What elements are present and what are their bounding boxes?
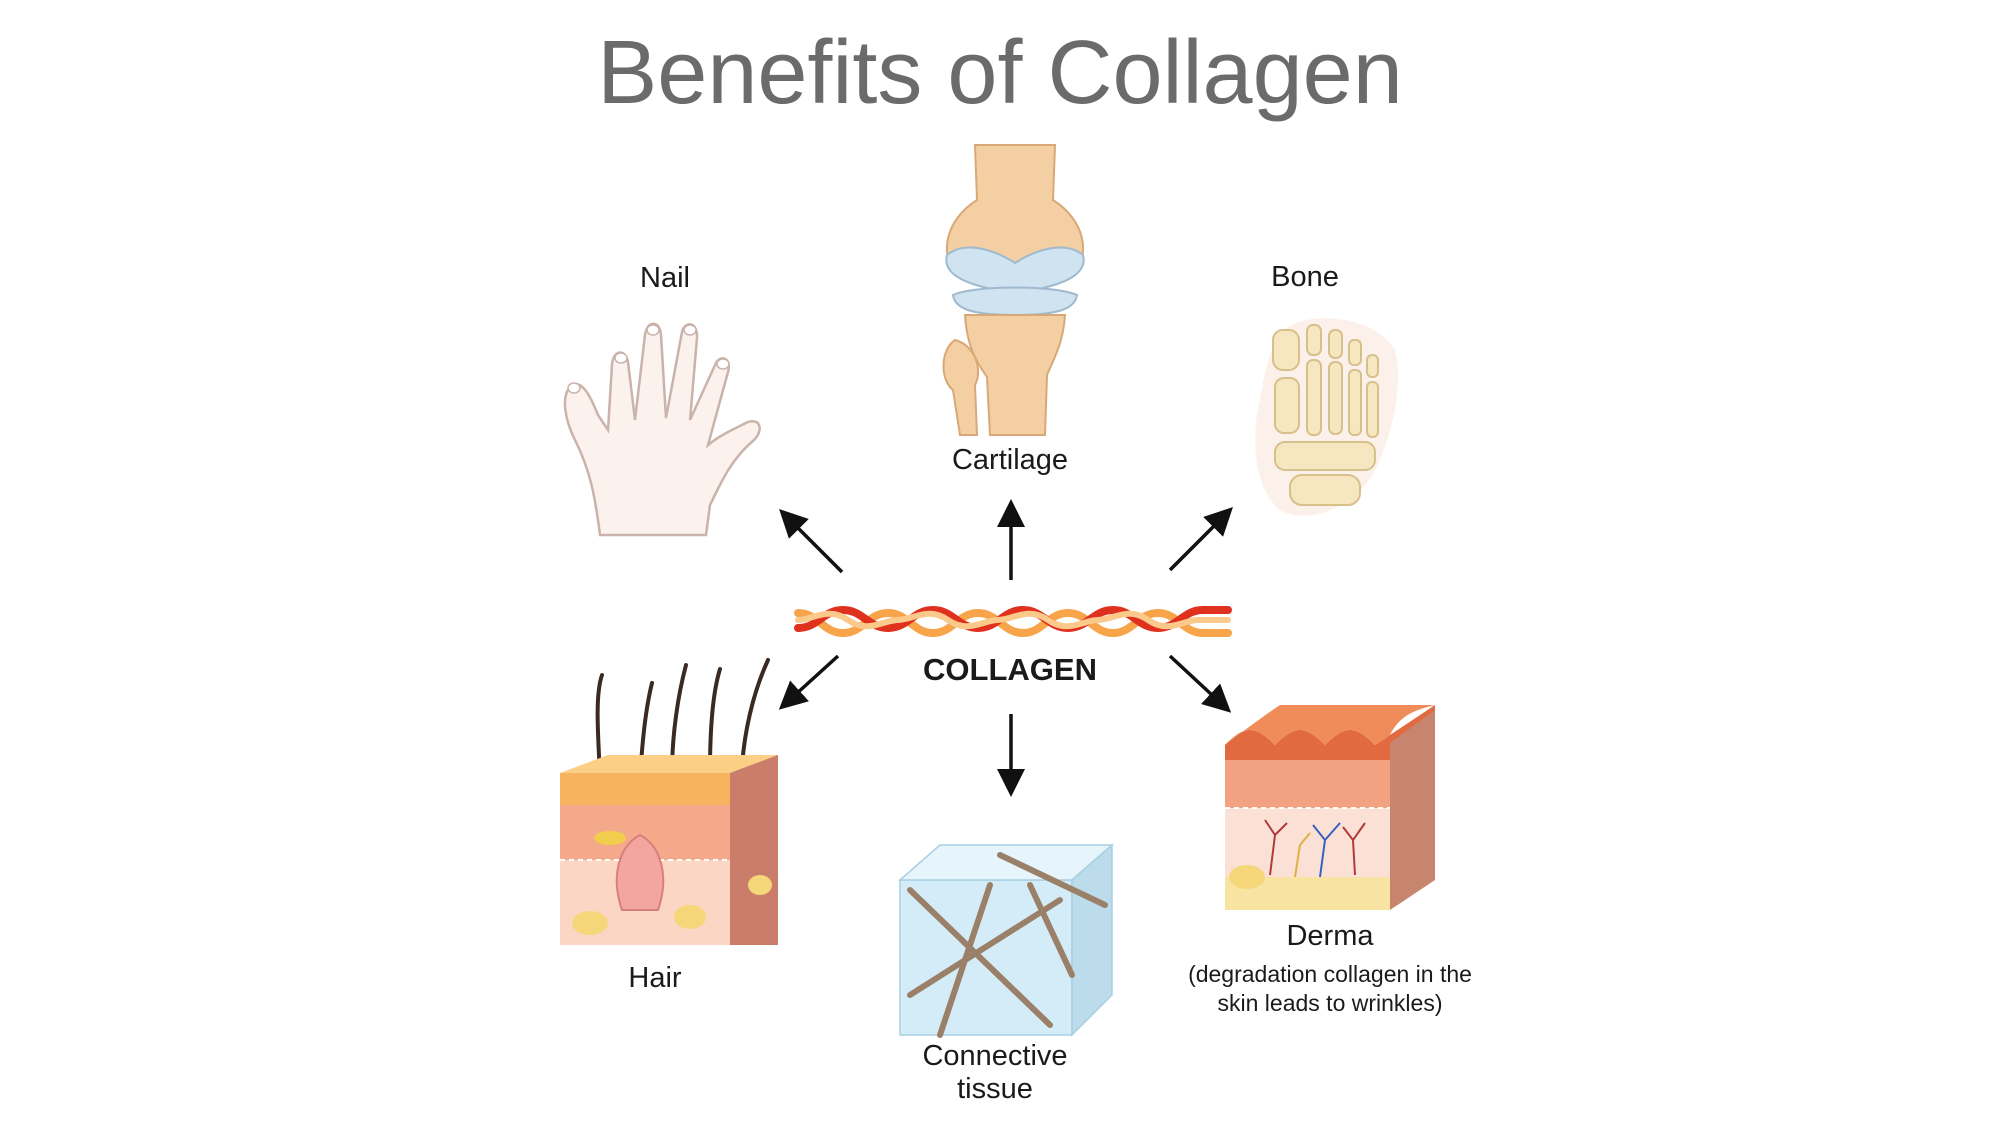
derma-label: Derma [1286, 920, 1374, 952]
foot-bone-illustration [1255, 318, 1399, 516]
collagen-label: COLLAGEN [923, 652, 1097, 687]
connective-label-line2: tissue [957, 1073, 1033, 1105]
hair-label: Hair [628, 962, 682, 994]
derma-skin-illustration [1225, 705, 1435, 910]
diagram-title: Benefits of Collagen [597, 23, 1403, 123]
connective-tissue-illustration [898, 843, 1114, 1038]
collagen-fiber-illustration [794, 605, 1232, 638]
derma-note-line2: skin leads to wrinkles) [1217, 990, 1443, 1016]
hand-nail-illustration [563, 322, 761, 537]
connective-label-line1: Connective [922, 1040, 1068, 1072]
knee-cartilage-illustration [942, 144, 1085, 436]
cartilage-label: Cartilage [951, 444, 1069, 476]
arrow-to-derma [1168, 654, 1232, 713]
arrow-to-hair [778, 654, 840, 710]
hair-skin-illustration [560, 658, 778, 945]
arrow-to-nail [779, 509, 844, 574]
arrow-to-bone [1168, 507, 1233, 572]
connective-tissue-label: Connective tissue [890, 1040, 1100, 1106]
derma-note: (degradation collagen in the skin leads … [1180, 960, 1480, 1018]
derma-note-line1: (degradation collagen in the [1188, 961, 1472, 987]
bone-label: Bone [1271, 261, 1339, 293]
nail-label: Nail [640, 262, 690, 294]
